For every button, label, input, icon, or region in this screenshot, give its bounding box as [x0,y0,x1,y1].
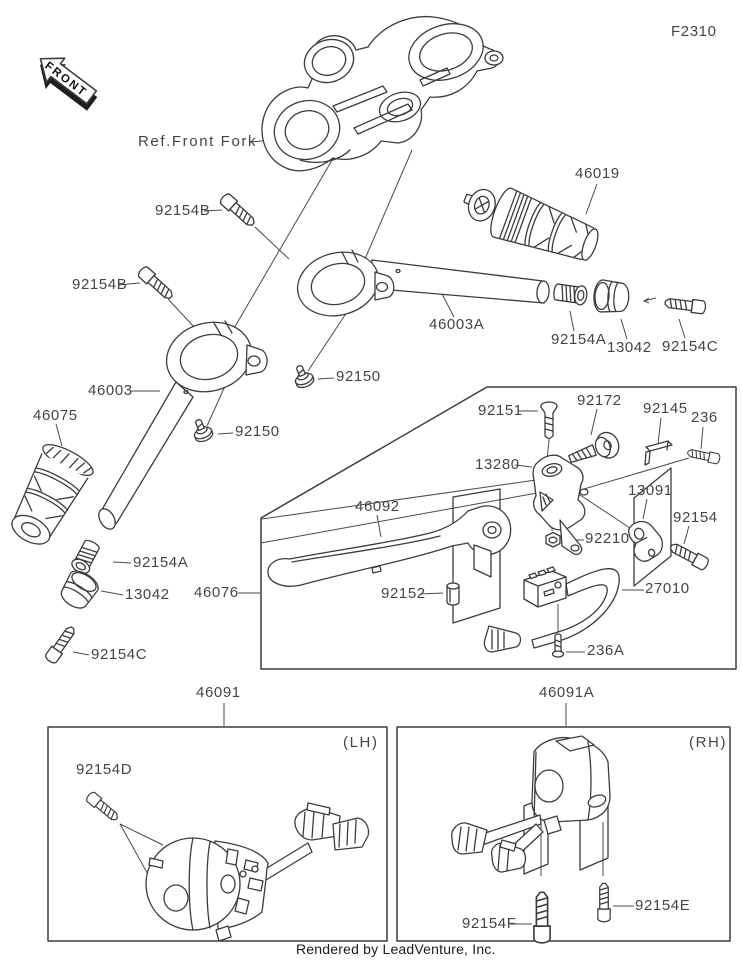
damper-92154a-right-drawing [552,281,589,307]
part-label-13042-right: 13042 [607,339,652,356]
assembly-box-rh [396,726,731,942]
part-label-92154d: 92154D [76,761,133,778]
screw-92154f-drawing [533,891,551,944]
triple-clamp-drawing [261,15,504,172]
ref-front-fork-label: Ref.Front Fork [138,133,258,150]
holder-13091-drawing [628,520,663,562]
part-label-46003: 46003 [88,382,133,399]
part-label-92210: 92210 [585,530,630,547]
bolt-92154c-left-drawing [43,623,79,666]
lh-marker-label: (LH) [343,734,379,751]
bar-end-13042-right-drawing [592,278,631,315]
adjuster-92172-drawing [568,431,620,463]
part-label-92150-left: 92150 [235,423,280,440]
handle-holder-46003-drawing [98,320,268,530]
part-label-236a: 236A [587,642,625,659]
bolt-92154b-top-drawing [217,191,259,230]
reflection-panels [452,467,672,624]
part-label-92154c-left: 92154C [91,646,148,663]
assembly-box-lh [47,726,388,942]
screw-92154d-drawing [84,790,121,824]
part-label-46092: 46092 [355,498,400,515]
bolt-92154c-right-drawing [663,295,707,315]
throttle-grip-46019-drawing [463,187,599,261]
bolt-92154b-mid-drawing [135,264,177,303]
bolt-92150-left-drawing [188,415,215,445]
handle-pipe-46003a-drawing [296,249,550,317]
switch-27010-drawing [483,566,620,653]
bolt-92154-drawing [667,539,711,572]
part-label-92154a-left: 92154A [133,554,189,571]
clip-92145-drawing [644,440,673,466]
part-label-13091: 13091 [628,482,673,499]
lever-holder-13280-drawing [532,454,589,556]
lh-switch-46091-drawing [145,802,370,942]
part-label-92145: 92145 [643,400,688,417]
part-label-13042-left: 13042 [125,586,170,603]
rh-marker-label: (RH) [689,734,728,751]
clutch-lever-46092-drawing [267,505,512,587]
part-label-46091a: 46091A [539,684,595,701]
leader-lines [55,139,704,925]
rendered-by-credit: Rendered by LeadVenture, Inc. [296,941,496,957]
part-label-46019: 46019 [575,165,620,182]
bushing-92152-drawing [446,582,460,606]
part-label-92152: 92152 [381,585,426,602]
part-label-236: 236 [691,409,718,426]
part-label-46076: 46076 [194,584,239,601]
screw-236a-drawing [551,633,565,658]
part-label-92154e: 92154E [635,897,691,914]
bolt-92150-right-drawing [289,361,316,391]
figure-code-label: F2310 [671,23,717,40]
part-label-46091: 46091 [196,684,241,701]
part-label-92154a-right: 92154A [551,331,607,348]
part-label-46075: 46075 [33,407,78,424]
part-label-46003a: 46003A [429,316,485,333]
part-label-92154f: 92154F [462,915,517,932]
nut-92210-drawing [545,531,561,548]
bar-end-13042-left-drawing [55,566,103,614]
part-label-92154c-right: 92154C [662,338,719,355]
front-direction-arrow: FRONT [39,57,98,111]
part-label-92154: 92154 [673,509,718,526]
assembly-box-lever [260,386,737,670]
part-label-92154b-mid: 92154B [72,276,128,293]
part-label-92154b-top: 92154B [155,202,211,219]
grip-46075-drawing [11,443,94,545]
damper-92154a-left-drawing [68,537,103,577]
screw-92151-drawing [540,401,558,440]
screw-92154e-drawing [597,882,611,923]
rh-switch-46091a-drawing [451,735,611,875]
part-label-92172: 92172 [577,392,622,409]
part-label-92150-right: 92150 [336,368,381,385]
part-label-92151: 92151 [478,402,523,419]
part-label-27010: 27010 [645,580,690,597]
screw-236-drawing [686,446,722,465]
part-label-13280: 13280 [475,456,520,473]
